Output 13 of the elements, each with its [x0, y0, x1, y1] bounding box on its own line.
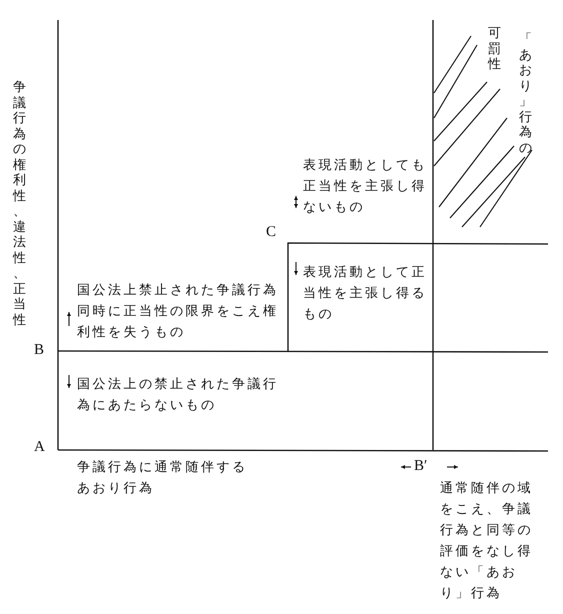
axis-label: 通常随伴の域をこえ、争議行為と同等の評価をなし得ない「あおり」行為: [440, 480, 534, 603]
point-label: B: [34, 341, 44, 360]
axis-label: 争議行為に通常随伴するあおり行為: [77, 459, 248, 498]
point-label: A: [34, 438, 45, 457]
region-label: 国公法上禁止された争議行為同時に正当性の限界をこえ権利性を失うもの: [77, 282, 280, 342]
point-label: B′: [414, 457, 428, 476]
point-label: C: [266, 223, 276, 242]
region-label: 国公法上の禁止された争議行為にあたらないもの: [77, 376, 280, 415]
region-label: 表現活動としても正当性を主張し得ないもの: [303, 157, 428, 217]
vertical-label: 「あおり」行為の: [518, 32, 533, 156]
vertical-label: 可罰性: [487, 26, 502, 72]
axis-label: 争議行為の権利性、違法性、正当性: [12, 80, 27, 328]
region-label: 表現活動として正当性を主張し得るもの: [303, 264, 428, 324]
